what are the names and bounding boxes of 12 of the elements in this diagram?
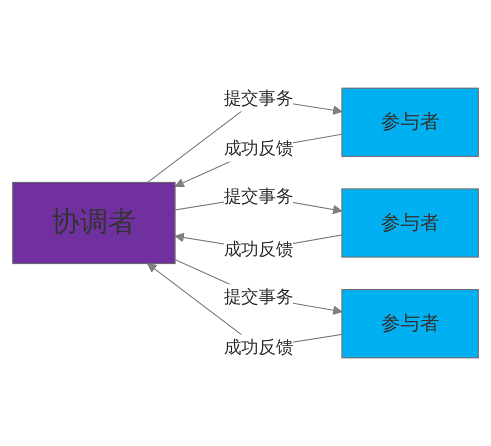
node-box: 参与者 — [341, 188, 479, 258]
edge-label: 成功反馈 — [224, 238, 294, 260]
edge-label: 提交事务 — [224, 286, 294, 307]
node-box: 参与者 — [341, 289, 479, 358]
arrow — [174, 134, 342, 188]
edge-label: 提交事务 — [224, 88, 294, 108]
arrow — [174, 259, 342, 315]
node-box: 协调者 — [12, 182, 176, 264]
node-box: 参与者 — [341, 88, 479, 157]
edge-label: 提交事务 — [224, 186, 294, 206]
edge-label: 成功反馈 — [224, 138, 294, 159]
edge-label: 成功反馈 — [224, 336, 294, 358]
